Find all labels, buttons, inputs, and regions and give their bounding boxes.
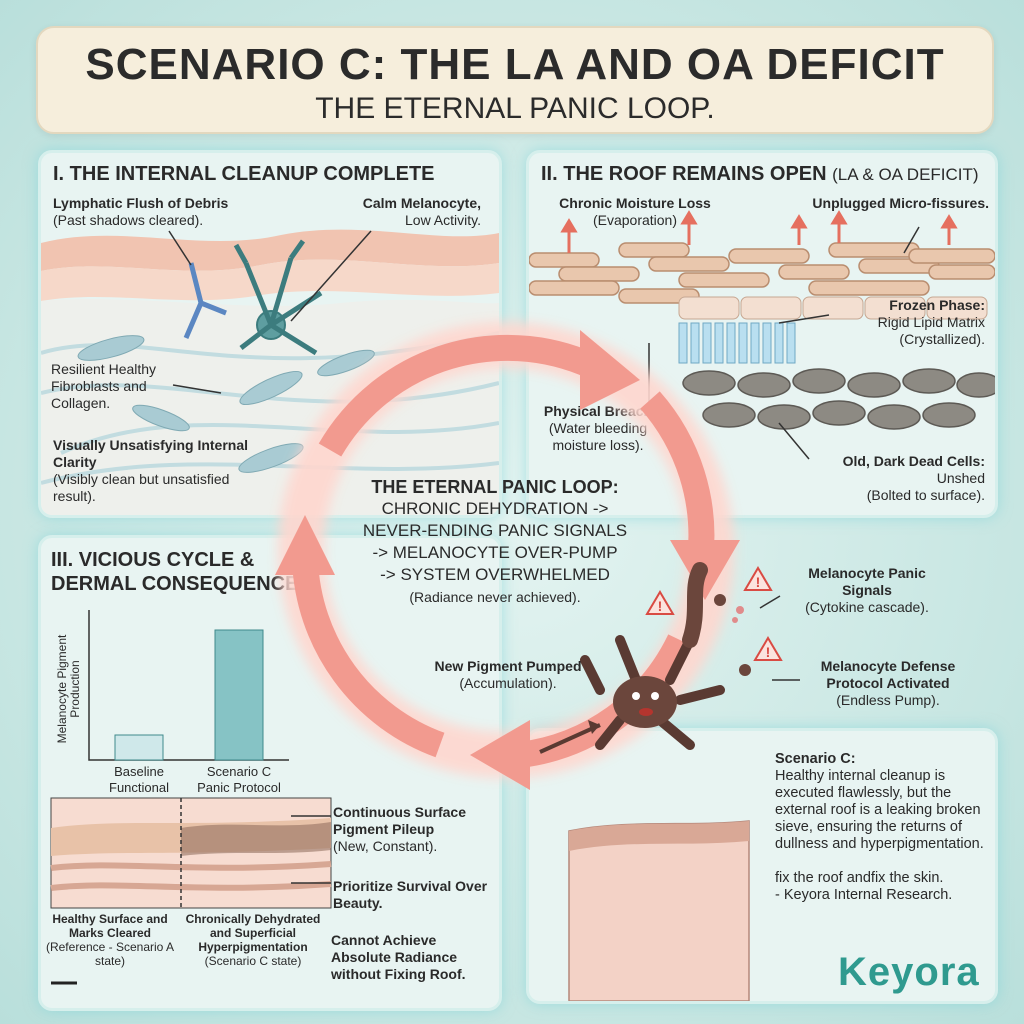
- loop-arc-right: [640, 391, 715, 562]
- loop-line-1: CHRONIC DEHYDRATION ->: [381, 499, 609, 518]
- panic-loop-text: THE ETERNAL PANIC LOOP: CHRONIC DEHYDRAT…: [345, 476, 645, 608]
- label-lymphatic: Lymphatic Flush of Debris(Past shadows c…: [53, 195, 229, 228]
- panel-title: II. THE ROOF REMAINS OPEN (LA & OA DEFIC…: [541, 163, 979, 185]
- warning-icon: ! ! !: [645, 566, 783, 661]
- panel-vicious-cycle: III. VICIOUS CYCLE &DERMAL CONSEQUENCES …: [38, 535, 502, 1011]
- chart-bar-1: [114, 734, 164, 761]
- evaporation-arrows: [560, 210, 958, 253]
- panel-roof-open: II. THE ROOF REMAINS OPEN (LA & OA DEFIC…: [526, 150, 998, 518]
- dermis-illustration: [41, 229, 499, 515]
- keyora-logo: Keyora: [838, 950, 980, 994]
- skin-comparison-illustration: [50, 797, 332, 985]
- summary-text: Scenario C:Healthy internal cleanup is e…: [775, 751, 984, 903]
- angry-melanocyte: [580, 562, 751, 750]
- label-prioritize-survival: Prioritize Survival Over Beauty.: [333, 878, 488, 911]
- svg-text:!: !: [756, 574, 761, 590]
- label-dead-cells: Old, Dark Dead Cells:Unshed(Bolted to su…: [842, 453, 985, 503]
- svg-text:!: !: [766, 644, 771, 660]
- loop-note: (Radiance never achieved).: [409, 589, 581, 605]
- loop-line-3: -> MELANOCYTE OVER-PUMP: [372, 543, 618, 562]
- chart-category-label-2: Scenario C: [207, 764, 271, 779]
- chart-bar-2: [214, 629, 264, 761]
- loop-arc-top: [318, 334, 606, 457]
- label-pigment-pumped: New Pigment Pumped(Accumulation).: [434, 658, 582, 691]
- label-chronically-dehydrated: Chronically Dehydrated and Superficial H…: [185, 912, 321, 968]
- label-frozen-phase: Frozen Phase:Rigid Lipid Matrix (Crystal…: [877, 297, 985, 347]
- subtitle: THE ETERNAL PANIC LOOP.: [315, 92, 715, 125]
- panel-scenario-summary: Scenario C:Healthy internal cleanup is e…: [526, 728, 998, 1004]
- calm-melanocyte: [233, 239, 323, 356]
- loop-arrowhead-left: [275, 515, 335, 575]
- chart-category-label-1: Baseline: [114, 764, 164, 779]
- panel-title: I. THE INTERNAL CLEANUP COMPLETE: [53, 163, 435, 185]
- label-defense-protocol: Melanocyte Defense Protocol Activated(En…: [820, 658, 956, 708]
- loop-line-2: NEVER-ENDING PANIC SIGNALS: [362, 521, 628, 540]
- skin-block-illustration: [568, 820, 750, 1001]
- label-fibroblasts: Resilient Healthy Fibroblasts and Collag…: [51, 361, 157, 411]
- loop-arrowhead-top: [580, 330, 640, 410]
- loop-title: THE ETERNAL PANIC LOOP:: [371, 477, 619, 497]
- label-moisture-loss: Chronic Moisture Loss(Evaporation): [559, 195, 711, 228]
- label-micro-fissures: Unplugged Micro-fissures.: [812, 195, 989, 211]
- main-title: SCENARIO C: THE LA AND OA DEFICIT: [85, 40, 945, 89]
- pigment-arrow: [539, 723, 601, 754]
- label-internal-clarity: Visually Unsatisfying Internal Clarity(V…: [53, 437, 249, 504]
- label-pigment-pileup: Continuous Surface Pigment Pileup(New, C…: [333, 804, 467, 854]
- label-calm-melanocyte: Calm Melanocyte,Low Activity.: [362, 195, 481, 228]
- loop-line-4: -> SYSTEM OVERWHELMED: [380, 565, 610, 584]
- chart-category-label-2: Panic Protocol: [197, 780, 281, 795]
- panel-title: III. VICIOUS CYCLE &DERMAL CONSEQUENCES: [51, 549, 312, 595]
- svg-text:!: !: [658, 598, 663, 614]
- label-panic-signals: Melanocyte Panic Signals(Cytokine cascad…: [805, 565, 929, 615]
- lymphatic-vessel: [183, 262, 227, 339]
- title-banner: SCENARIO C: THE LA AND OA DEFICIT THE ET…: [36, 26, 994, 134]
- chart-category-label-1: Functional: [109, 780, 169, 795]
- panel-internal-cleanup: I. THE INTERNAL CLEANUP COMPLETE Lymphat…: [38, 150, 502, 518]
- epidermis-illustration: [529, 210, 995, 460]
- loop-arrowhead-bottom: [470, 720, 530, 790]
- label-cannot-achieve: Cannot Achieve Absolute Radiance without…: [331, 932, 466, 982]
- label-healthy-surface: Healthy Surface and Marks Cleared(Refere…: [45, 912, 175, 968]
- loop-arc-left: [292, 559, 445, 758]
